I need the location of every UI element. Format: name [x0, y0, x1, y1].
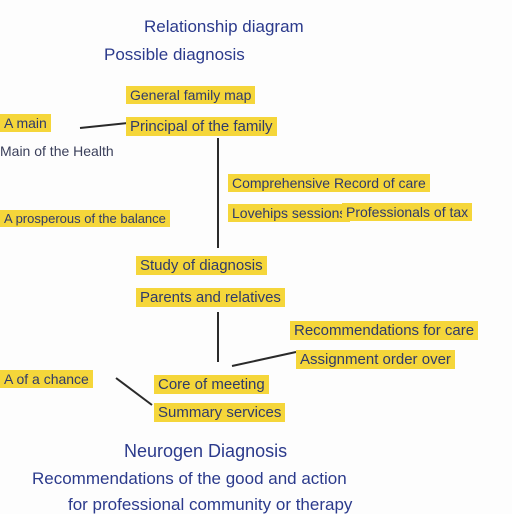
diagram-title: Relationship diagram	[144, 17, 304, 36]
node-left-a: A main	[0, 114, 51, 132]
footer-line-2: Recommendations of the good and action	[32, 469, 347, 488]
node-top-b: Principal of the family	[126, 117, 277, 136]
node-center-a: Study of diagnosis	[136, 256, 267, 275]
connector-right-to-center	[231, 351, 297, 367]
node-bottom-b: Summary services	[154, 403, 286, 422]
node-left-b: Main of the Health	[0, 143, 114, 159]
diagram-subtitle: Possible diagnosis	[104, 45, 245, 64]
node-mid-right-c: Professionals of tax	[342, 203, 473, 221]
connector-left-to-bottom	[115, 377, 153, 406]
node-right-a: Recommendations for care	[290, 321, 479, 340]
footer-title: Neurogen Diagnosis	[124, 441, 288, 461]
node-right-b: Assignment order over	[296, 350, 455, 369]
footer-line-3: for professional community or therapy	[68, 495, 353, 514]
node-top-a: General family map	[126, 86, 256, 104]
connector-left-to-top	[79, 122, 129, 129]
node-left-c: A prosperous of the balance	[0, 210, 170, 227]
node-bottom-a: Core of meeting	[154, 375, 269, 394]
node-left-d: A of a chance	[0, 370, 93, 388]
node-mid-right-b: Lovehips sessions	[228, 204, 351, 222]
node-center-b: Parents and relatives	[136, 288, 285, 307]
node-mid-right-a: Comprehensive Record of care	[228, 174, 430, 192]
